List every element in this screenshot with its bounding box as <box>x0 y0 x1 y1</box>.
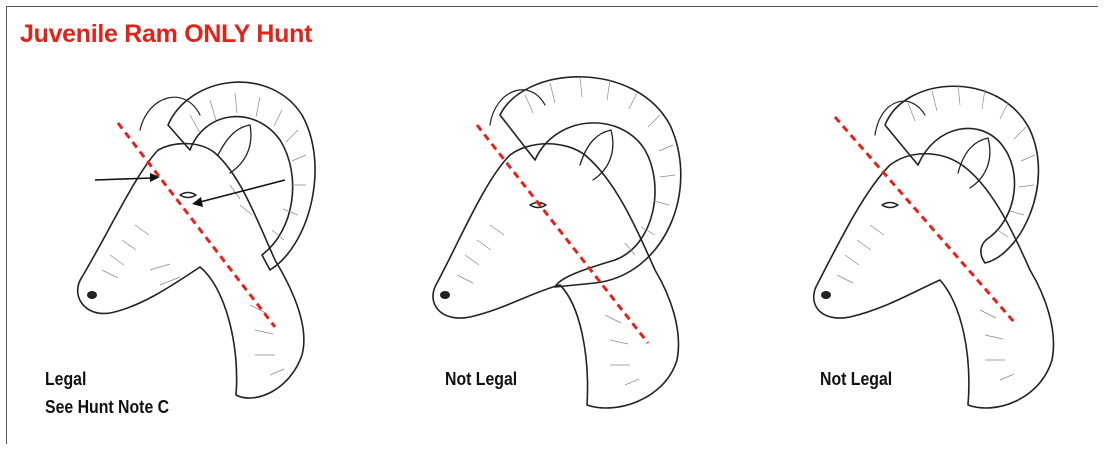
panel-caption-not-legal-1: Not Legal <box>445 365 517 393</box>
diagram-title: Juvenile Ram ONLY Hunt <box>20 20 312 49</box>
red-guide-line <box>835 117 1015 323</box>
ram-panel-not-legal-2: Not Legal <box>790 55 1107 445</box>
panel-caption-not-legal-2: Not Legal <box>820 365 892 393</box>
panel-caption-legal: Legal See Hunt Note C <box>45 365 169 421</box>
ram-panel-not-legal-1: Not Legal <box>415 55 775 445</box>
red-guide-line <box>118 123 275 327</box>
ram-panel-legal: Legal See Hunt Note C <box>40 55 400 445</box>
